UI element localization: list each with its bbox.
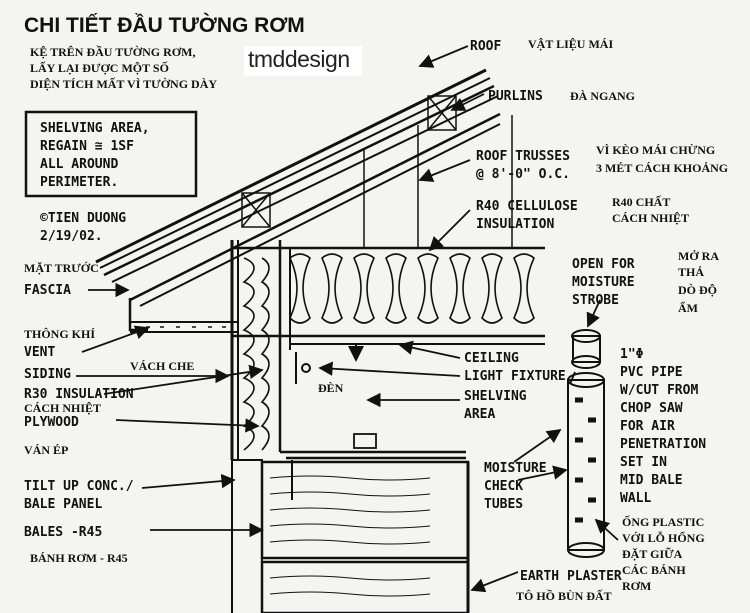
r40-insulation bbox=[289, 253, 535, 324]
label-earth-vi: TÔ HỒ BÙN ĐẤT bbox=[516, 588, 612, 603]
label-trusses-vi: 3 MÉT CÁCH KHOẢNG bbox=[596, 161, 728, 175]
label-tiltup: TILT UP CONC./ bbox=[24, 479, 134, 494]
label-vent-vi: THÔNG KHÍ bbox=[24, 327, 95, 341]
label-purlins: PURLINS bbox=[488, 89, 543, 104]
label-fascia-vi: MẶT TRƯỚC bbox=[24, 261, 99, 275]
label-bales: BALES -R45 bbox=[24, 525, 102, 540]
labels-right: ROOF VẬT LIỆU MÁI PURLINS ĐÀ NGANG ROOF … bbox=[318, 37, 728, 603]
label-r40: INSULATION bbox=[476, 217, 554, 232]
label-open-strobe: OPEN FOR bbox=[572, 257, 635, 272]
intro-note: KỆ TRÊN ĐẦU TƯỜNG RƠM, LẤY LẠI ĐƯỢC MỘT … bbox=[30, 44, 217, 91]
roof-sheathing bbox=[95, 68, 487, 264]
label-trusses: @ 8'-0" O.C. bbox=[476, 167, 570, 182]
label-tiltup: BALE PANEL bbox=[24, 497, 102, 512]
labels-left: MẶT TRƯỚC FASCIA THÔNG KHÍ VENT SIDING V… bbox=[24, 261, 194, 565]
label-pipe: PVC PIPE bbox=[620, 365, 683, 380]
label-light-vi: ĐÈN bbox=[318, 381, 344, 395]
concrete-panel bbox=[231, 459, 263, 613]
straw-bale-lower bbox=[260, 560, 470, 613]
label-siding-vi: VÁCH CHE bbox=[130, 359, 194, 373]
label-r30: R30 INSULATION bbox=[24, 387, 134, 402]
label-open-strobe-vi: MỞ RA bbox=[678, 249, 719, 263]
drawing bbox=[95, 68, 605, 613]
shelving-note-box: SHELVING AREA, REGAIN ≅ 1SF ALL AROUND P… bbox=[24, 110, 198, 198]
author-date: 2/19/02. bbox=[40, 229, 103, 244]
label-roof-vi: VẬT LIỆU MÁI bbox=[528, 37, 613, 51]
label-pipe-vi: ĐẶT GIỮA bbox=[622, 547, 683, 561]
shelving-note-line: ALL AROUND bbox=[40, 157, 118, 172]
pvc-pipe bbox=[567, 329, 605, 558]
author-name: ©TIEN DUONG bbox=[40, 211, 126, 226]
shelving-note-line: PERIMETER. bbox=[40, 175, 118, 190]
label-r40-vi: CÁCH NHIỆT bbox=[612, 211, 689, 225]
label-pipe-vi: ỐNG PLASTIC bbox=[622, 514, 704, 529]
label-roof: ROOF bbox=[470, 39, 501, 54]
label-open-strobe: STROBE bbox=[572, 293, 619, 308]
label-plywood-vi: VÁN ÉP bbox=[24, 443, 68, 457]
label-trusses-vi: VÌ KÈO MÁI CHỪNG bbox=[596, 143, 715, 157]
label-shelving-area: AREA bbox=[464, 407, 495, 422]
label-open-strobe-vi: DÒ ĐỘ bbox=[678, 283, 717, 297]
label-plywood: PLYWOOD bbox=[24, 415, 79, 430]
label-moisture-tubes: TUBES bbox=[484, 497, 523, 512]
brand-logo-box bbox=[244, 46, 362, 76]
label-pipe: SET IN bbox=[620, 455, 667, 470]
shelf bbox=[280, 450, 466, 460]
brand-logo: tmddesign bbox=[248, 46, 350, 72]
label-pipe: MID BALE bbox=[620, 473, 683, 488]
label-open-strobe: MOISTURE bbox=[572, 275, 635, 290]
label-pipe-vi: RƠM bbox=[622, 579, 651, 593]
label-pipe: CHOP SAW bbox=[620, 401, 683, 416]
leader-arrows bbox=[76, 45, 619, 593]
intro-line: LẤY LẠI ĐƯỢC MỘT SỐ bbox=[30, 60, 169, 75]
intro-line: KỆ TRÊN ĐẦU TƯỜNG RƠM, bbox=[30, 44, 195, 59]
label-r30-vi: CÁCH NHIỆT bbox=[24, 401, 101, 415]
label-shelving-area: SHELVING bbox=[464, 389, 527, 404]
label-r40: R40 CELLULOSE bbox=[476, 199, 578, 214]
label-pipe: W/CUT FROM bbox=[620, 383, 698, 398]
label-siding: SIDING bbox=[24, 367, 71, 382]
label-vent: VENT bbox=[24, 345, 55, 360]
r30-insulation bbox=[242, 257, 270, 451]
label-moisture-tubes: CHECK bbox=[484, 479, 523, 494]
shelving-note-line: SHELVING AREA, bbox=[40, 121, 150, 136]
label-ceiling: CEILING bbox=[464, 351, 519, 366]
label-light: LIGHT FIXTURE bbox=[464, 369, 566, 384]
label-fascia: FASCIA bbox=[24, 283, 71, 298]
label-trusses: ROOF TRUSSES bbox=[476, 149, 570, 164]
light-fixture bbox=[301, 363, 311, 373]
label-pipe: PENETRATION bbox=[620, 437, 706, 452]
label-bales-vi: BÁNH RƠM - R45 bbox=[30, 551, 128, 565]
label-pipe: 1"Φ bbox=[620, 347, 644, 362]
author-credit: ©TIEN DUONG 2/19/02. bbox=[40, 211, 126, 244]
label-open-strobe-vi: ẨM bbox=[678, 300, 698, 315]
label-moisture-tubes: MOISTURE bbox=[484, 461, 547, 476]
label-earth: EARTH PLASTER bbox=[520, 569, 622, 584]
page-title: CHI TIẾT ĐẦU TƯỜNG RƠM bbox=[24, 13, 305, 37]
label-open-strobe-vi: THẢ bbox=[678, 265, 704, 279]
label-pipe-vi: CÁC BÁNH bbox=[622, 563, 686, 577]
intro-line: DIỆN TÍCH MẤT VÌ TƯỜNG DÀY bbox=[30, 76, 217, 91]
label-pipe: WALL bbox=[620, 491, 651, 506]
shelving-note-line: REGAIN ≅ 1SF bbox=[40, 139, 134, 154]
label-purlins-vi: ĐÀ NGANG bbox=[570, 89, 635, 103]
label-pipe-vi: VỚI LỖ HỔNG bbox=[622, 530, 705, 545]
label-pipe: FOR AIR bbox=[620, 419, 675, 434]
label-r40-vi: R40 CHẤT bbox=[612, 194, 670, 209]
